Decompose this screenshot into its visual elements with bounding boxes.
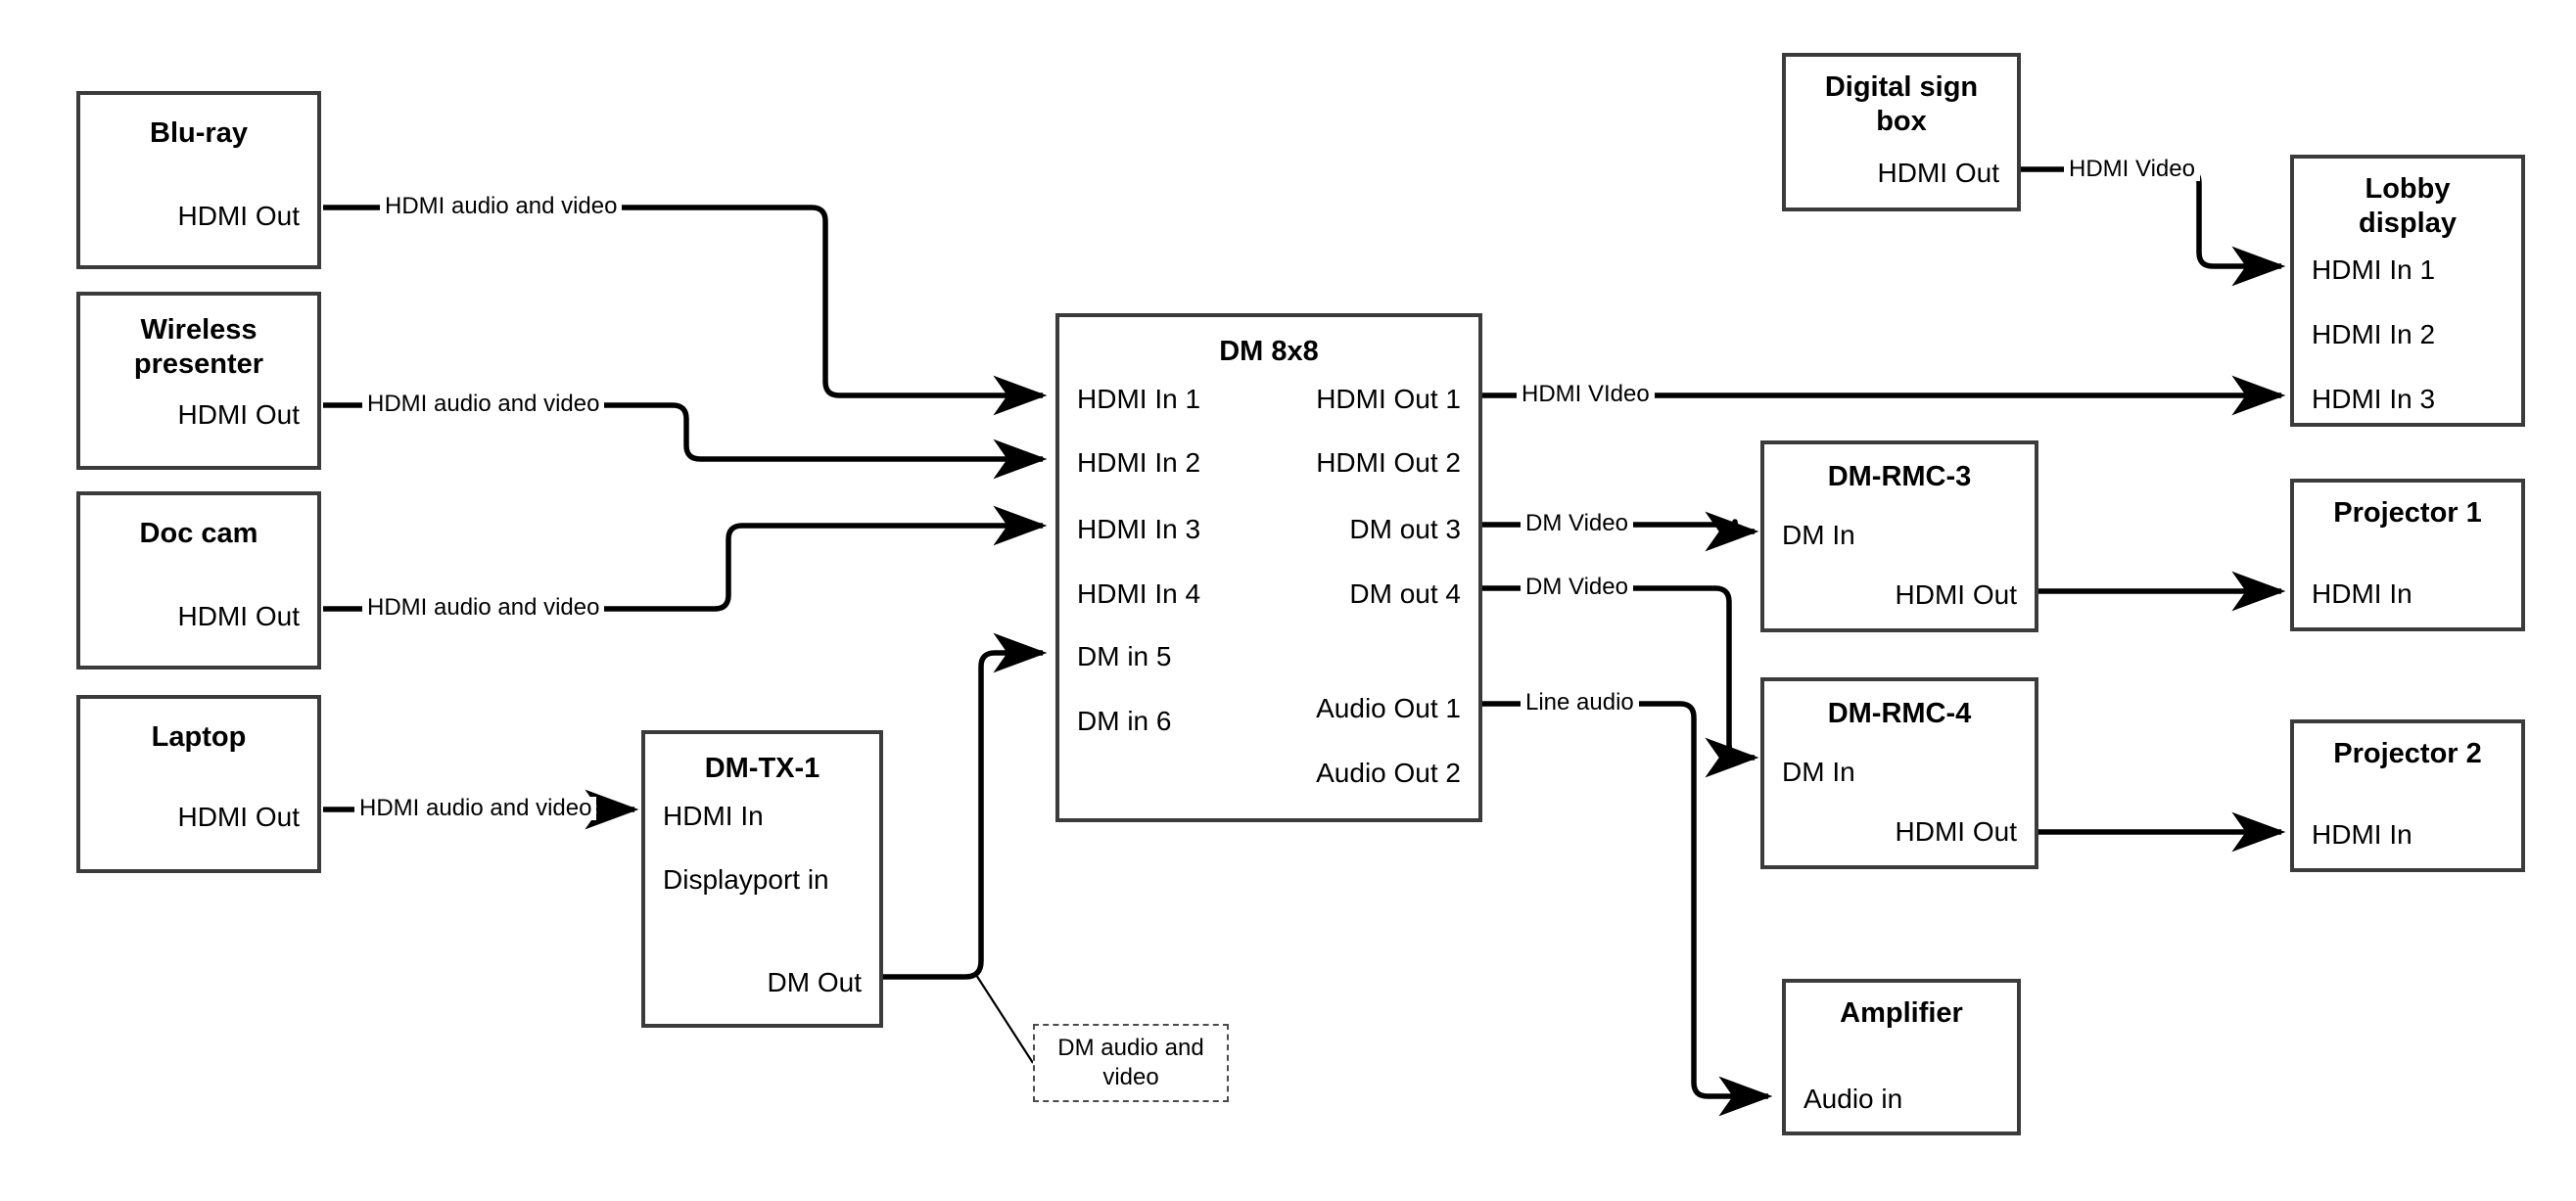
node-dm-8x8[interactable]: DM 8x8 HDMI In 1 HDMI In 2 HDMI In 3 HDM… bbox=[1055, 313, 1482, 822]
node-lobby-display-port-hdmi-in-1[interactable]: HDMI In 1 bbox=[2312, 254, 2436, 285]
node-digital-sign-box-port-hdmi-out[interactable]: HDMI Out bbox=[1877, 158, 1999, 188]
edge-label-doccam-to-hdmi-in-3: HDMI audio and video bbox=[362, 596, 605, 620]
node-doc-cam-port-hdmi-out[interactable]: HDMI Out bbox=[177, 601, 300, 631]
edge-label-dm-out-3-to-rmc-3: DM Video bbox=[1521, 512, 1633, 535]
node-lobby-display[interactable]: Lobby display HDMI In 1 HDMI In 2 HDMI I… bbox=[2290, 155, 2525, 427]
node-dm-rmc-3-title: DM-RMC-3 bbox=[1827, 461, 1972, 492]
node-dm-rmc-3-port-dm-in[interactable]: DM In bbox=[1782, 520, 1855, 550]
node-doc-cam-title: Doc cam bbox=[139, 518, 258, 549]
node-projector-1-title: Projector 1 bbox=[2333, 497, 2482, 529]
node-dm-tx-1-port-hdmi-in[interactable]: HDMI In bbox=[663, 801, 764, 831]
node-dm-rmc-4[interactable]: DM-RMC-4 DM In HDMI Out bbox=[1760, 677, 2038, 869]
node-laptop-port-hdmi-out[interactable]: HDMI Out bbox=[177, 802, 300, 832]
node-dm-8x8-port-dm-in-5[interactable]: DM in 5 bbox=[1077, 641, 1172, 671]
wire-dm-out-4-to-rmc-4 bbox=[1481, 585, 1759, 778]
edge-label-hdmi-out-1-to-lobby-3: HDMI VIdeo bbox=[1517, 383, 1655, 406]
wire-audio-out-1-to-amplifier bbox=[1481, 701, 1773, 1117]
node-amplifier[interactable]: Amplifier Audio in bbox=[1782, 979, 2021, 1135]
node-wireless-presenter-title: Wireless presenter bbox=[133, 314, 264, 381]
node-dm-tx-1-title: DM-TX-1 bbox=[704, 753, 820, 784]
node-dm-rmc-3-port-hdmi-out[interactable]: HDMI Out bbox=[1895, 579, 2017, 610]
annotation-dm-audio-video-note: DM audio and video bbox=[1033, 1024, 1229, 1102]
node-dm-8x8-port-hdmi-in-3[interactable]: HDMI In 3 bbox=[1077, 514, 1201, 544]
node-amplifier-port-audio-in[interactable]: Audio in bbox=[1803, 1084, 1903, 1114]
node-dm-8x8-port-hdmi-out-1[interactable]: HDMI Out 1 bbox=[1316, 384, 1461, 414]
node-wireless-presenter[interactable]: Wireless presenter HDMI Out bbox=[76, 292, 321, 470]
wire-signbox-to-lobby-1 bbox=[2021, 166, 2286, 287]
node-amplifier-title: Amplifier bbox=[1840, 997, 1963, 1029]
node-dm-rmc-4-port-hdmi-out[interactable]: HDMI Out bbox=[1895, 816, 2017, 847]
node-dm-rmc-3[interactable]: DM-RMC-3 DM In HDMI Out bbox=[1760, 440, 2038, 632]
wire-bluray-to-hdmi-in-1 bbox=[323, 205, 1048, 416]
node-laptop-title: Laptop bbox=[151, 721, 247, 753]
node-dm-8x8-port-dm-out-3[interactable]: DM out 3 bbox=[1349, 514, 1461, 544]
edge-label-dm-out-4-to-rmc-4: DM Video bbox=[1521, 576, 1633, 599]
node-blu-ray[interactable]: Blu-ray HDMI Out bbox=[76, 91, 321, 269]
node-projector-2[interactable]: Projector 2 HDMI In bbox=[2290, 719, 2525, 872]
node-lobby-display-port-hdmi-in-3[interactable]: HDMI In 3 bbox=[2312, 384, 2436, 414]
edge-label-signbox-to-lobby-1: HDMI Video bbox=[2064, 158, 2200, 181]
node-dm-rmc-4-title: DM-RMC-4 bbox=[1827, 698, 1972, 729]
node-dm-tx-1-port-dm-out[interactable]: DM Out bbox=[767, 967, 862, 997]
node-projector-2-port-hdmi-in[interactable]: HDMI In bbox=[2312, 819, 2412, 850]
node-dm-8x8-port-dm-in-6[interactable]: DM in 6 bbox=[1077, 706, 1172, 736]
wire-dmtx1-to-dm-in-5 bbox=[883, 632, 1048, 980]
node-digital-sign-box[interactable]: Digital sign box HDMI Out bbox=[1782, 53, 2021, 211]
node-lobby-display-port-hdmi-in-2[interactable]: HDMI In 2 bbox=[2312, 319, 2436, 349]
node-doc-cam[interactable]: Doc cam HDMI Out bbox=[76, 491, 321, 670]
node-dm-8x8-title: DM 8x8 bbox=[1219, 336, 1319, 367]
node-projector-1[interactable]: Projector 1 HDMI In bbox=[2290, 479, 2525, 631]
edge-label-laptop-to-dmtx1: HDMI audio and video bbox=[354, 797, 597, 820]
node-dm-8x8-port-hdmi-in-1[interactable]: HDMI In 1 bbox=[1077, 384, 1201, 414]
node-dm-8x8-port-dm-out-4[interactable]: DM out 4 bbox=[1349, 578, 1461, 609]
node-lobby-display-title: Lobby display bbox=[2359, 173, 2457, 240]
node-dm-8x8-port-hdmi-in-2[interactable]: HDMI In 2 bbox=[1077, 447, 1201, 478]
node-dm-8x8-port-hdmi-out-2[interactable]: HDMI Out 2 bbox=[1316, 447, 1461, 478]
node-blu-ray-title: Blu-ray bbox=[150, 117, 248, 149]
node-dm-tx-1-port-displayport-in[interactable]: Displayport in bbox=[663, 864, 829, 895]
node-digital-sign-box-title: Digital sign box bbox=[1824, 71, 1979, 138]
node-dm-8x8-port-hdmi-in-4[interactable]: HDMI In 4 bbox=[1077, 578, 1201, 609]
edge-label-audio-out-1-to-amplifier: Line audio bbox=[1521, 691, 1639, 715]
node-dm-tx-1[interactable]: DM-TX-1 HDMI In Displayport in DM Out bbox=[641, 730, 883, 1028]
node-laptop[interactable]: Laptop HDMI Out bbox=[76, 695, 321, 873]
node-projector-1-port-hdmi-in[interactable]: HDMI In bbox=[2312, 578, 2412, 609]
node-dm-8x8-port-audio-out-2[interactable]: Audio Out 2 bbox=[1316, 758, 1461, 788]
node-dm-8x8-port-audio-out-1[interactable]: Audio Out 1 bbox=[1316, 693, 1461, 723]
node-blu-ray-port-hdmi-out[interactable]: HDMI Out bbox=[177, 201, 300, 231]
edge-label-wireless-to-hdmi-in-2: HDMI audio and video bbox=[362, 393, 605, 416]
edge-label-bluray-to-hdmi-in-1: HDMI audio and video bbox=[380, 195, 623, 218]
annotation-leader-line bbox=[975, 974, 1034, 1064]
node-wireless-presenter-port-hdmi-out[interactable]: HDMI Out bbox=[177, 399, 300, 430]
node-dm-rmc-4-port-dm-in[interactable]: DM In bbox=[1782, 757, 1855, 787]
node-projector-2-title: Projector 2 bbox=[2333, 738, 2482, 769]
